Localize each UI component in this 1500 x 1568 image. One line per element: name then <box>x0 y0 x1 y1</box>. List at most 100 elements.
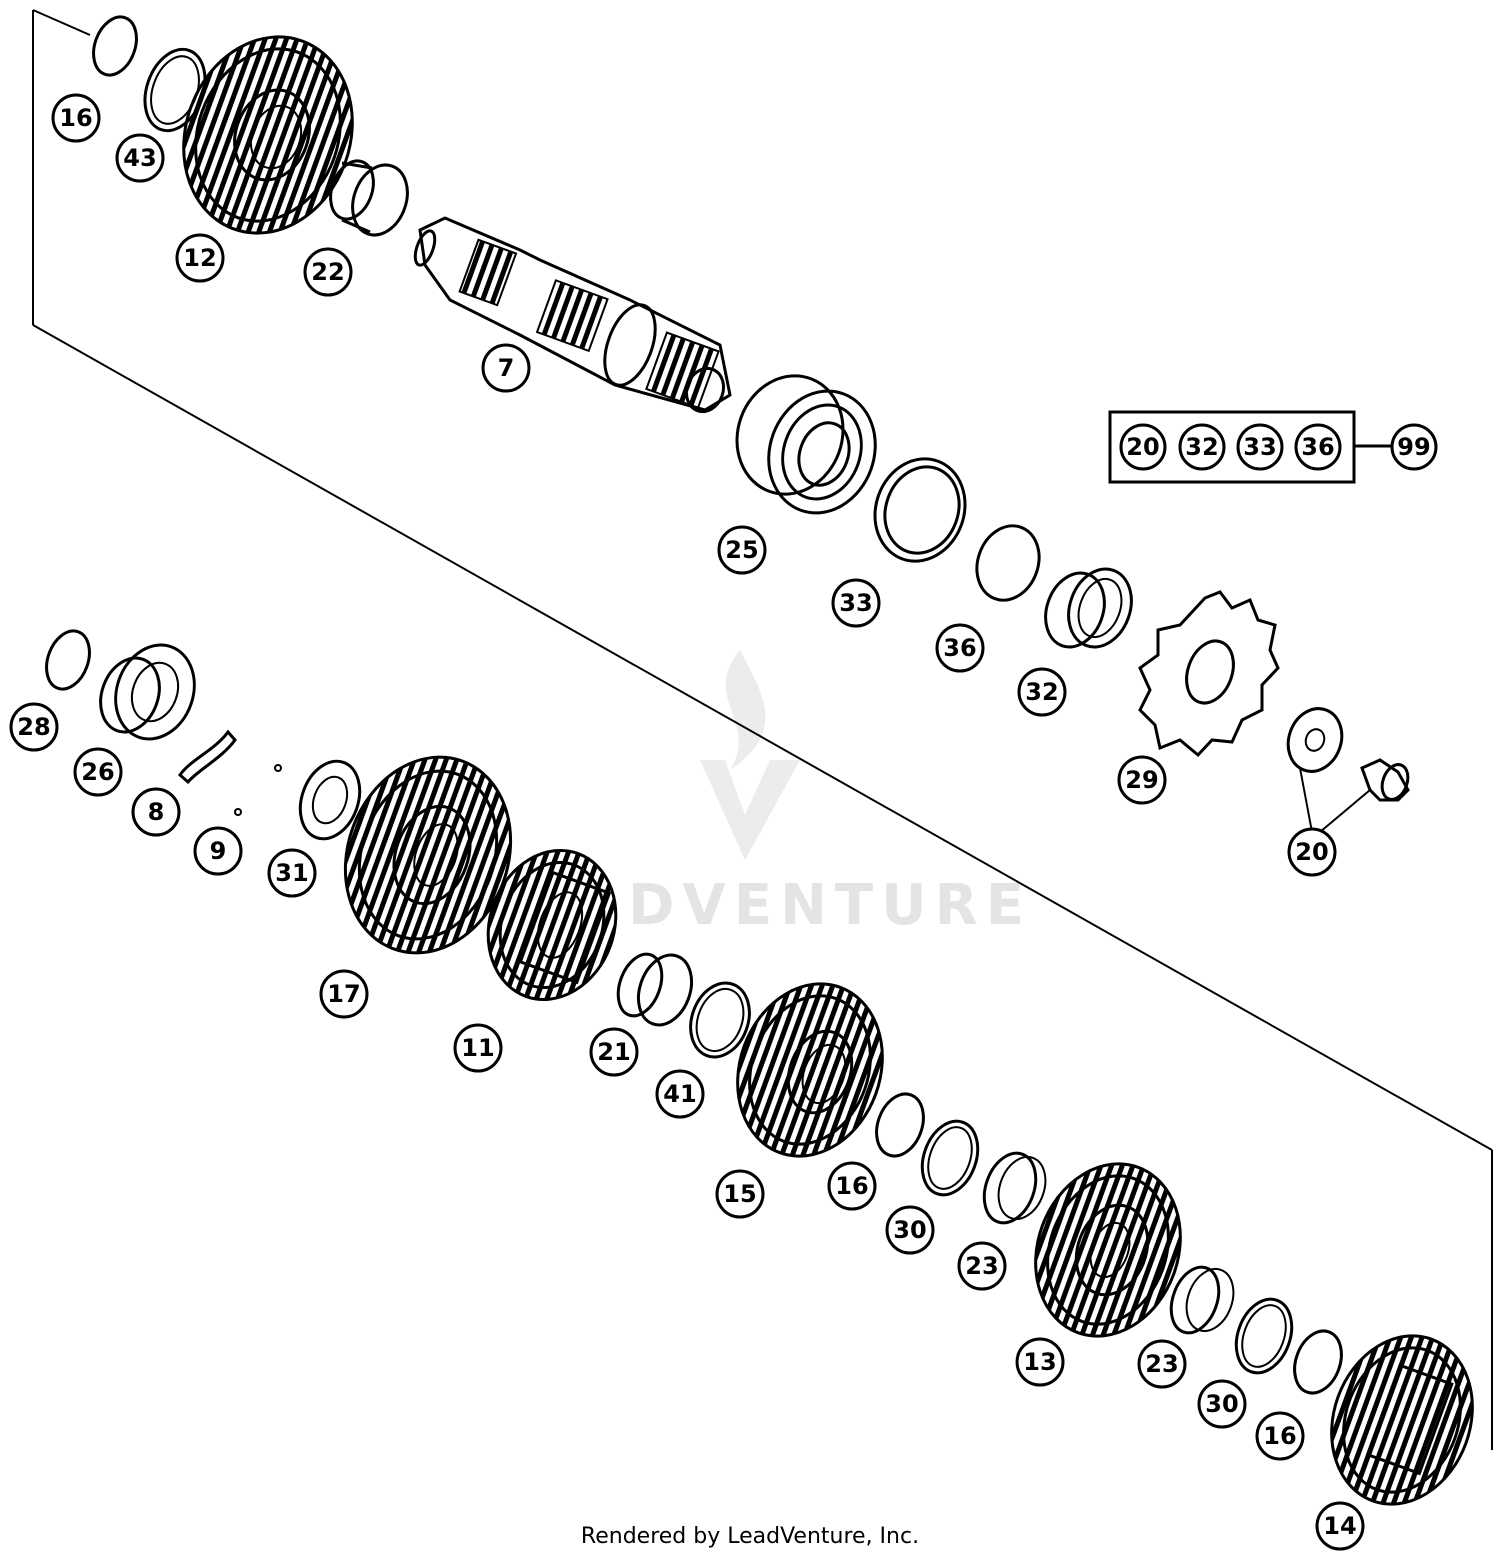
callout-11: 11 <box>453 1023 503 1073</box>
callout-22: 22 <box>303 247 353 297</box>
needle-bearing-23-low <box>1169 1265 1235 1335</box>
svg-text:36: 36 <box>1301 433 1334 461</box>
svg-text:13: 13 <box>1023 1348 1056 1376</box>
callout-23-low: 23 <box>1137 1339 1187 1389</box>
callout-32: 32 <box>1017 667 1067 717</box>
sprocket-29 <box>1138 590 1280 758</box>
callout-21: 21 <box>589 1027 639 1077</box>
svg-text:12: 12 <box>183 244 216 272</box>
svg-text:28: 28 <box>17 713 50 741</box>
callout-36: 36 <box>935 623 985 673</box>
svg-text:36: 36 <box>943 634 976 662</box>
callout-16-top: 16 <box>51 93 101 143</box>
callout-12: 12 <box>175 233 225 283</box>
callout-41: 41 <box>655 1069 705 1119</box>
leader-lines-20 <box>1299 767 1371 833</box>
svg-text:31: 31 <box>275 859 308 887</box>
callout-29: 29 <box>1117 755 1167 805</box>
callout-26: 26 <box>73 747 123 797</box>
svg-text:17: 17 <box>327 980 360 1008</box>
callout-20: 20 <box>1287 827 1337 877</box>
callout-30-low: 30 <box>1197 1379 1247 1429</box>
kit-member-36: 36 <box>1294 423 1342 471</box>
svg-text:29: 29 <box>1125 766 1158 794</box>
kit-member-33: 33 <box>1236 423 1284 471</box>
svg-text:32: 32 <box>1185 433 1218 461</box>
callout-15: 15 <box>715 1169 765 1219</box>
svg-text:15: 15 <box>723 1180 756 1208</box>
bolt-20 <box>1360 758 1410 802</box>
washer-30-low <box>1234 1297 1294 1375</box>
callout-14: 14 <box>1315 1501 1365 1551</box>
svg-text:32: 32 <box>1025 678 1058 706</box>
watermark-text: DVENTURE <box>628 873 1032 938</box>
callout-23-mid: 23 <box>957 1241 1007 1291</box>
callout-43: 43 <box>115 133 165 183</box>
ball-bearing-26 <box>99 643 196 741</box>
gear-14 <box>1330 1334 1474 1506</box>
callout-31: 31 <box>267 848 317 898</box>
svg-text:33: 33 <box>839 589 872 617</box>
o-ring-36 <box>975 524 1041 602</box>
thrust-washer-31 <box>298 759 362 841</box>
callout-33: 33 <box>831 578 881 628</box>
gear-12 <box>182 35 354 235</box>
ball-bearing-25 <box>735 374 877 515</box>
callout-17: 17 <box>319 969 369 1019</box>
circlip-28 <box>45 629 91 691</box>
svg-text:23: 23 <box>1145 1350 1178 1378</box>
gear-13 <box>1034 1162 1182 1338</box>
callout-8: 8 <box>131 787 181 837</box>
callout-7: 7 <box>481 343 531 393</box>
washer-41 <box>689 981 751 1059</box>
svg-text:25: 25 <box>725 536 758 564</box>
callout-28: 28 <box>9 702 59 752</box>
ball-9 <box>234 764 282 816</box>
svg-text:33: 33 <box>1243 433 1276 461</box>
kit-member-32: 32 <box>1178 423 1226 471</box>
watermark: DVENTURE <box>628 650 1032 938</box>
gear-11 <box>486 849 618 1001</box>
callout-16-low: 16 <box>1255 1411 1305 1461</box>
circlip-16-low <box>1293 1329 1343 1395</box>
svg-text:9: 9 <box>210 837 227 865</box>
callout-25: 25 <box>717 525 767 575</box>
circlip-16-mid <box>875 1092 925 1158</box>
svg-text:43: 43 <box>123 144 156 172</box>
circlip-16-top <box>92 15 138 77</box>
needle-bearing-21 <box>616 952 694 1027</box>
callout-30-mid: 30 <box>885 1205 935 1255</box>
gear-17 <box>343 755 513 955</box>
svg-text:30: 30 <box>893 1216 926 1244</box>
callout-9: 9 <box>193 826 243 876</box>
svg-text:8: 8 <box>148 798 165 826</box>
svg-text:21: 21 <box>597 1038 630 1066</box>
callout-13: 13 <box>1015 1337 1065 1387</box>
kit-label-99: 99 <box>1390 423 1438 471</box>
gear-15 <box>736 982 884 1158</box>
callout-16-mid: 16 <box>827 1161 877 1211</box>
spacer-32 <box>1044 567 1133 649</box>
svg-text:20: 20 <box>1295 838 1328 866</box>
kit-box: 20 32 33 36 99 <box>1108 410 1438 484</box>
callouts: 16 43 12 22 7 25 33 36 32 29 20 28 26 8 … <box>9 93 1365 1551</box>
frame-lines <box>32 9 1493 1450</box>
washer-20 <box>1286 707 1344 773</box>
svg-text:16: 16 <box>1263 1422 1296 1450</box>
main-shaft-7 <box>413 216 732 414</box>
svg-text:99: 99 <box>1397 433 1430 461</box>
svg-text:16: 16 <box>59 104 92 132</box>
svg-text:26: 26 <box>81 758 114 786</box>
retaining-clip-8 <box>178 729 237 785</box>
svg-text:7: 7 <box>498 354 515 382</box>
washer-30-mid <box>920 1119 980 1197</box>
svg-text:14: 14 <box>1323 1512 1356 1540</box>
svg-text:41: 41 <box>663 1080 696 1108</box>
svg-text:23: 23 <box>965 1252 998 1280</box>
svg-text:20: 20 <box>1126 433 1159 461</box>
svg-text:30: 30 <box>1205 1390 1238 1418</box>
footer-credit: Rendered by LeadVenture, Inc. <box>580 1524 920 1549</box>
needle-bearing-22 <box>329 159 409 237</box>
kit-member-20: 20 <box>1119 423 1167 471</box>
